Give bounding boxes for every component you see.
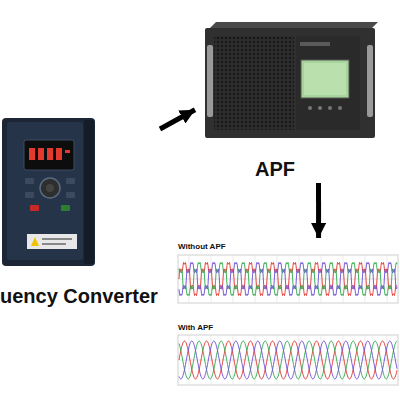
phase-wave <box>179 341 397 379</box>
wave-panel <box>178 255 398 303</box>
node-label: uency Converter <box>0 285 158 308</box>
apf-node: APF <box>195 20 385 183</box>
flow-arrow <box>160 110 195 129</box>
converter-device <box>2 118 95 266</box>
wave-grid <box>178 335 398 385</box>
waveform-panel: Without APF <box>175 238 400 306</box>
grid-line <box>178 360 398 361</box>
phase-wave <box>179 341 397 379</box>
phase-wave <box>179 262 397 295</box>
wave-panel <box>178 335 398 385</box>
flow-arrow <box>316 183 321 238</box>
grid-line <box>178 279 398 280</box>
phase-wave <box>179 262 397 295</box>
node-label: With APF <box>178 323 213 332</box>
node-label: Without APF <box>178 242 226 251</box>
phase-wave <box>179 262 397 295</box>
clean-waveform <box>179 341 397 379</box>
wave-grid <box>178 255 398 303</box>
phase-wave <box>179 341 397 379</box>
waveform-panel: With APF <box>175 320 400 390</box>
converter-node: uency Converter <box>0 115 160 315</box>
apf-device <box>205 22 378 138</box>
distorted-waveform <box>179 262 397 295</box>
node-label: APF <box>255 158 295 181</box>
